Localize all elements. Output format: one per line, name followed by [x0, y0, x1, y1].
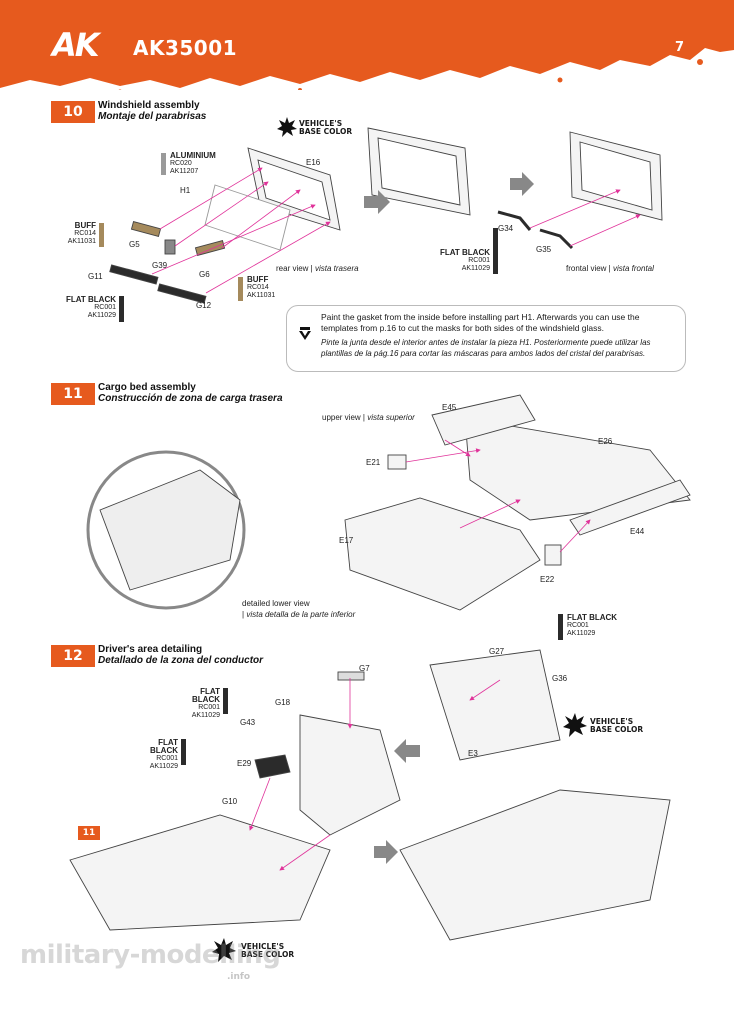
base-color-splash-icon-right [563, 713, 587, 737]
part-label-g12: G12 [196, 301, 212, 310]
step11-title-es: Construcción de zona de carga trasera [98, 393, 283, 404]
rear-view-caption: rear view | vista trasera [276, 264, 359, 273]
part-label-e26: E26 [598, 437, 613, 446]
swatch-flat-black-right [493, 228, 498, 274]
part-label-e3: E3 [468, 749, 478, 758]
step10-title: Windshield assembly Montaje del parabris… [98, 100, 206, 122]
part-label-g43: G43 [240, 718, 256, 727]
step-number-12: 12 [51, 645, 95, 667]
base-color-splash-icon-bottom [212, 938, 236, 962]
part-e21 [387, 454, 407, 470]
part-g35 [539, 228, 574, 250]
step12-title-es: Detallado de la zona del conductor [98, 655, 264, 666]
part-label-e17: E17 [339, 536, 354, 545]
base-color-splash-icon [277, 117, 297, 137]
step10-title-en: Windshield assembly [98, 100, 200, 111]
part-label-g18: G18 [275, 698, 291, 707]
frontal-view-caption: frontal view | vista frontal [566, 264, 654, 273]
driver-area-module [299, 714, 401, 836]
part-label-e16: E16 [306, 158, 321, 167]
part-label-e29: E29 [237, 759, 252, 768]
part-e17 [344, 497, 541, 611]
part-g34 [497, 210, 532, 231]
brand-logo: AK [52, 26, 100, 64]
part-label-h1: H1 [180, 186, 191, 195]
part-e3 [429, 649, 561, 761]
part-g6 [194, 239, 226, 257]
part-label-g36: G36 [552, 674, 568, 683]
part-label-g5: G5 [129, 240, 140, 249]
part-label-g39: G39 [152, 261, 168, 270]
chassis-left [69, 814, 331, 931]
reference-step-badge: 11 [78, 826, 100, 840]
note-text-en: Paint the gasket from the inside before … [321, 312, 640, 333]
upper-view-caption: upper view | vista superior [322, 413, 415, 422]
swatch-buff-right [238, 277, 243, 301]
swatch-flat-black-left [119, 296, 124, 322]
step-number-10: 10 [51, 101, 95, 123]
chassis-right [399, 789, 671, 941]
swatch-buff-left [99, 223, 104, 247]
swatch-flat-black-c [181, 739, 186, 765]
part-label-g34: G34 [498, 224, 514, 233]
part-label-g35: G35 [536, 245, 552, 254]
part-label-e22: E22 [540, 575, 555, 584]
part-e44 [569, 479, 691, 536]
part-label-g6: G6 [199, 270, 210, 279]
part-e22 [544, 544, 562, 566]
part-g12 [157, 283, 207, 304]
step10-title-es: Montaje del parabrisas [98, 111, 207, 122]
part-label-g27: G27 [489, 647, 505, 656]
product-code: AK35001 [133, 36, 238, 60]
step12-title: Driver's area detailing Detallado de la … [98, 644, 263, 666]
page-number: 7 [675, 40, 685, 55]
lower-view-caption: detailed lower view| vista detalla de la… [242, 599, 356, 619]
part-g5 [130, 220, 162, 238]
page-header: AK AK35001 7 [0, 0, 734, 95]
watermark: military-modelling [20, 940, 281, 970]
part-e45 [431, 394, 536, 446]
note-text-es: Pinte la junta desde el interior antes d… [321, 338, 651, 358]
swatch-flat-black-a [558, 614, 563, 640]
part-label-g11: G11 [88, 272, 103, 281]
instruction-note: Paint the gasket from the inside before … [286, 305, 686, 372]
brush-tip-icon [299, 327, 311, 340]
part-g11 [109, 264, 159, 285]
step-number-11: 11 [51, 383, 95, 405]
step12-title-en: Driver's area detailing [98, 644, 203, 655]
step11-title: Cargo bed assembly Construcción de zona … [98, 382, 283, 404]
part-label-g7: G7 [359, 664, 370, 673]
part-label-e21: E21 [366, 458, 381, 467]
swatch-flat-black-b [223, 688, 228, 714]
part-g7 [337, 671, 365, 681]
watermark-sub: .info [227, 972, 251, 982]
part-label-e45: E45 [442, 403, 457, 412]
swatch-aluminium [161, 153, 166, 175]
part-g39 [164, 239, 176, 255]
step11-title-en: Cargo bed assembly [98, 382, 196, 393]
part-label-g10: G10 [222, 797, 238, 806]
part-e29 [254, 754, 291, 779]
part-label-e44: E44 [630, 527, 645, 536]
